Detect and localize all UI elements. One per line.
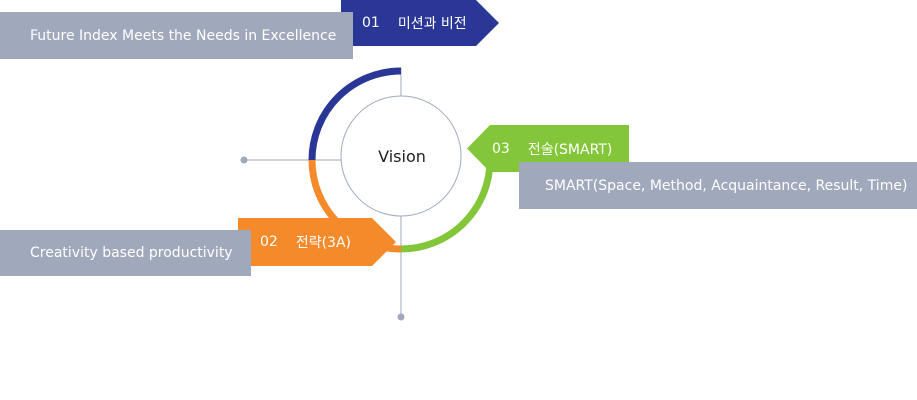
tag-03-title: 전술(SMART) <box>527 141 613 158</box>
connector-bottom-dot <box>397 313 405 321</box>
tag-03-shape <box>467 125 629 172</box>
ring-segment-03 <box>400 159 494 253</box>
description-03: SMART(Space, Method, Acquaintance, Resul… <box>519 162 917 209</box>
tag-02: 02 전략(3A) <box>238 218 372 266</box>
vision-circle <box>340 95 462 217</box>
tag-01-shape <box>341 0 499 46</box>
tag-02-number: 02 <box>260 234 278 250</box>
tag-01: 01 미션과 비전 <box>341 0 476 46</box>
description-02: Creativity based productivity <box>0 230 251 276</box>
tag-02-title: 전략(3A) <box>295 235 351 251</box>
description-01: Future Index Meets the Needs in Excellen… <box>0 12 353 59</box>
tag-02-shape <box>238 218 396 266</box>
vision-label: Vision <box>378 146 426 166</box>
tag-03-number: 03 <box>492 140 510 157</box>
description-03-text: SMART(Space, Method, Acquaintance, Resul… <box>545 177 908 194</box>
tag-03: 03 전술(SMART) <box>490 125 629 172</box>
description-02-text: Creativity based productivity <box>30 245 233 261</box>
tag-01-number: 01 <box>362 15 380 31</box>
tag-01-title: 미션과 비전 <box>397 16 467 32</box>
ring-segment-01 <box>308 67 402 161</box>
connector-left-dot <box>240 156 248 164</box>
description-01-text: Future Index Meets the Needs in Excellen… <box>30 27 337 44</box>
